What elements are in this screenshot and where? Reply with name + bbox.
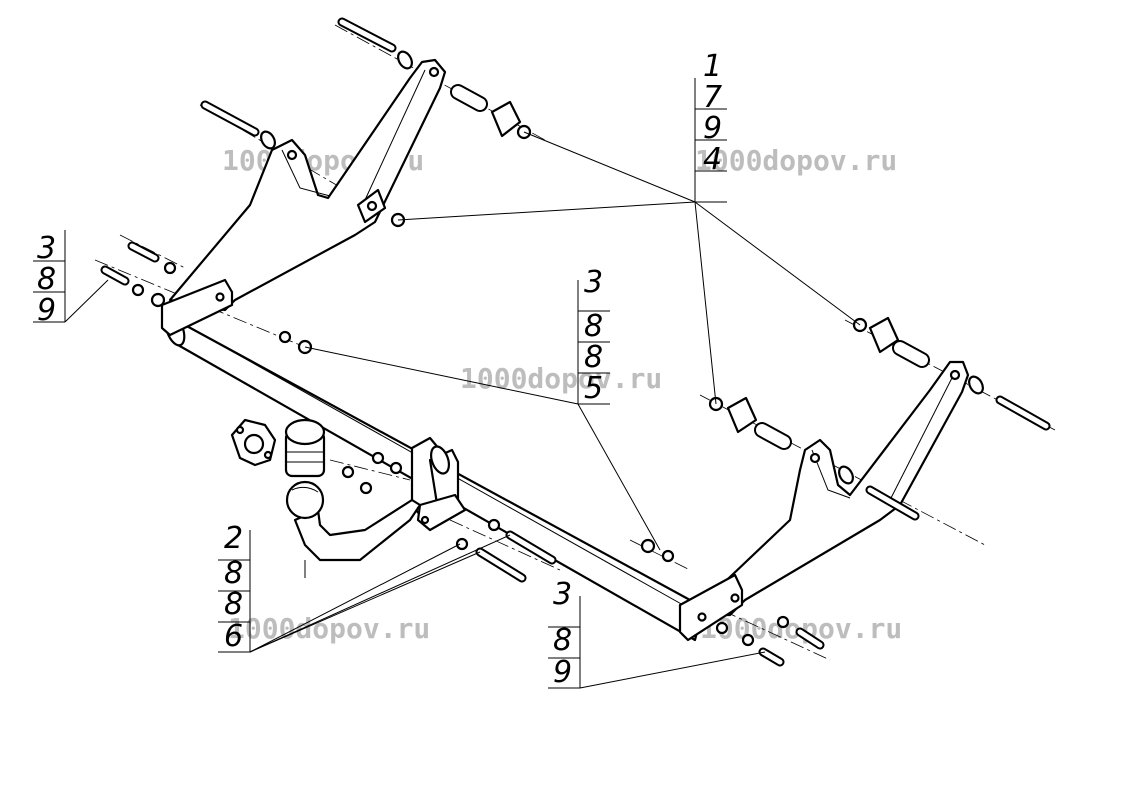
callout-number: 9	[703, 111, 722, 146]
callout-top-right: 1 7 9 4 4	[694, 49, 727, 203]
watermark: 1000dopov.ru	[460, 362, 662, 395]
left-bracket	[168, 58, 447, 312]
callout-number: 4	[703, 142, 722, 177]
fasteners	[100, 17, 1051, 667]
callout-number: 8	[553, 623, 572, 658]
callout-bottom-center: 3 8 9	[548, 577, 581, 690]
callout-number: 9	[37, 293, 56, 328]
leader-lines	[64, 131, 861, 689]
callout-number: 8	[37, 262, 56, 297]
callout-center: 3 8 8 5	[577, 265, 610, 406]
callout-number: 1	[703, 49, 722, 84]
right-bracket	[688, 360, 970, 617]
callout-number: 8	[584, 309, 603, 344]
callout-number: 9	[553, 655, 572, 690]
callout-left: 3 8 9	[33, 230, 66, 328]
watermark: 1000dopov.ru	[228, 612, 430, 645]
watermark: 1000dopov.ru	[695, 144, 897, 177]
callout-number: 3	[553, 577, 572, 612]
callout-number: 2	[224, 521, 243, 556]
socket-plate	[230, 418, 326, 478]
callout-number: 8	[584, 340, 603, 375]
callout-number: 5	[584, 371, 603, 406]
callout-number: 3	[37, 231, 56, 266]
callout-number: 8	[224, 587, 243, 622]
center-bracket	[410, 436, 467, 532]
callout-number: 7	[703, 80, 722, 115]
callout-bottom-left: 2 8 8 6	[218, 521, 251, 654]
tow-ball	[285, 480, 422, 578]
callout-number: 8	[224, 556, 243, 591]
callout-number: 3	[584, 265, 603, 300]
callout-number: 6	[224, 619, 243, 654]
